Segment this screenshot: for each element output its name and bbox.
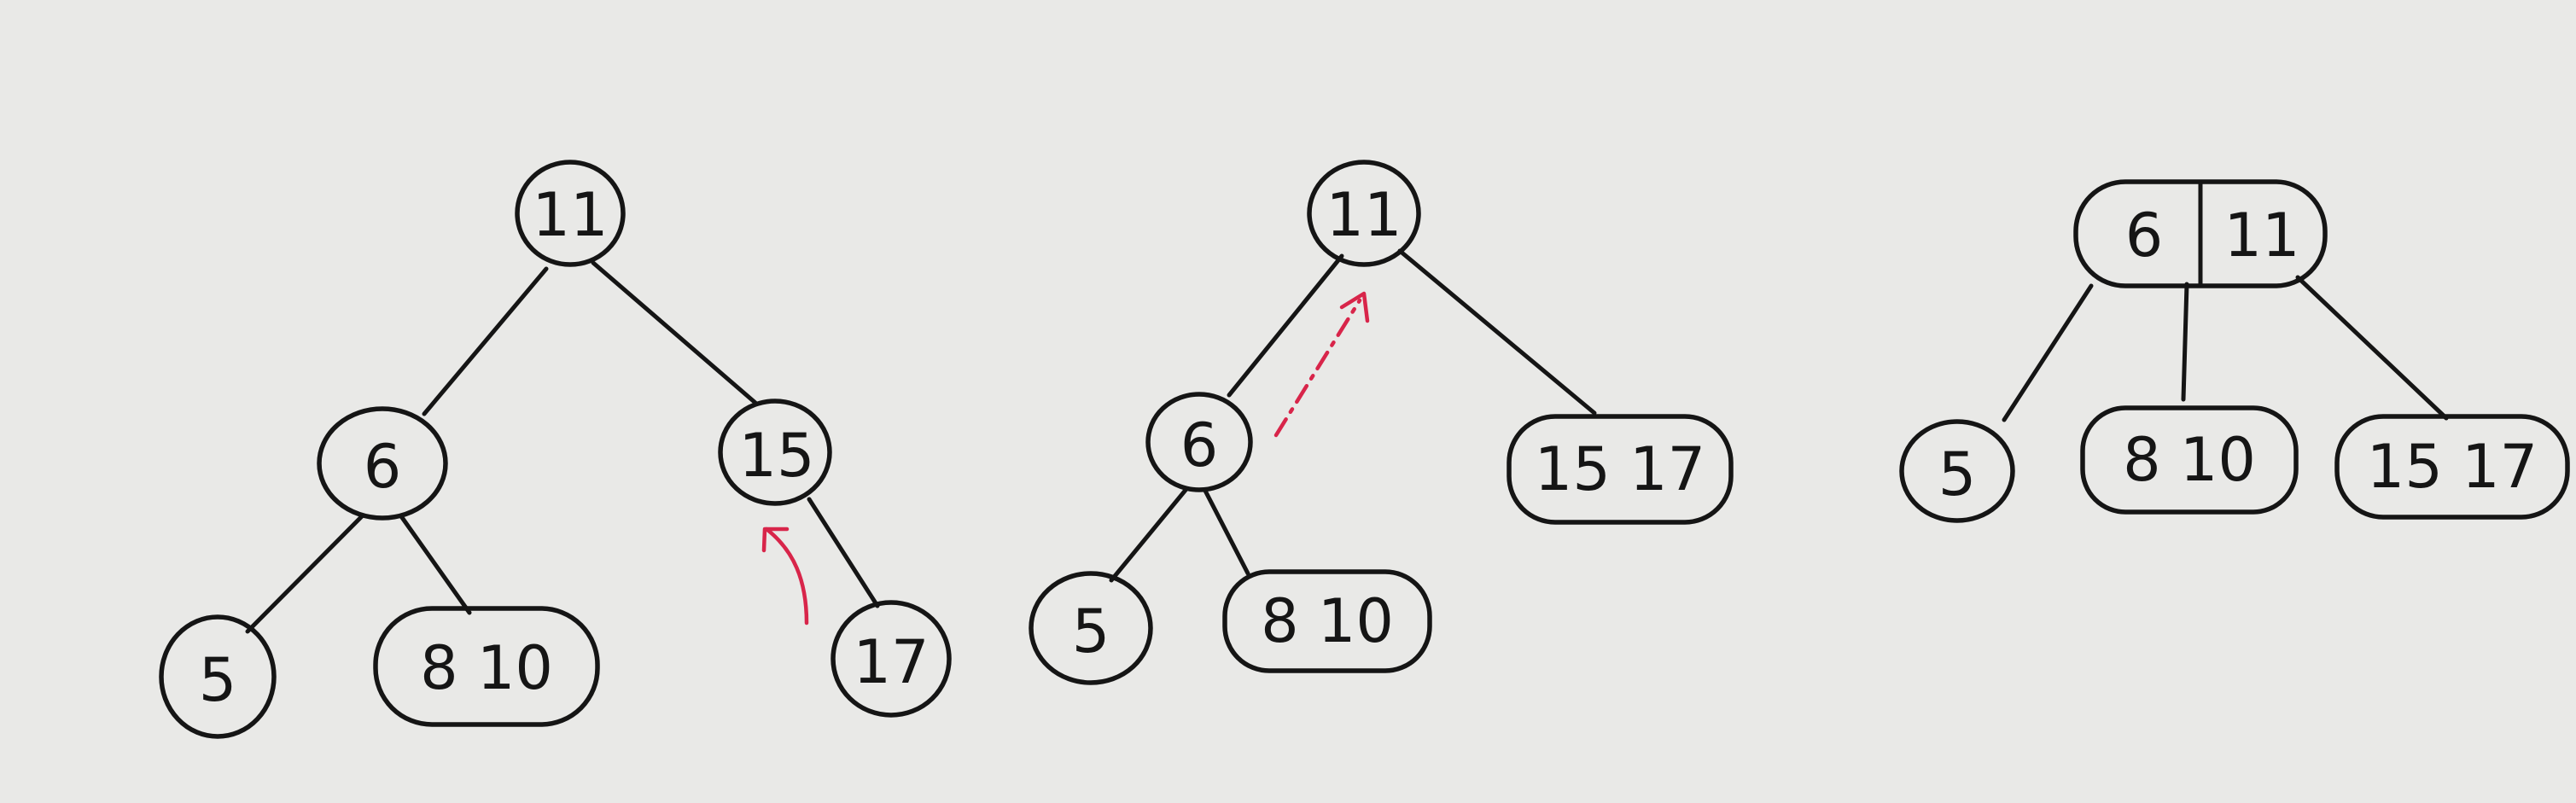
red-arrow-head bbox=[761, 527, 790, 553]
node-15-17-label: 15 17 bbox=[2367, 432, 2538, 502]
edge-15-17 bbox=[807, 497, 880, 608]
node-11: 11 bbox=[515, 160, 626, 267]
edge-root-15-17 bbox=[2295, 275, 2449, 421]
edge-root-8-10 bbox=[2181, 282, 2189, 402]
node-5-label: 5 bbox=[1072, 596, 1110, 666]
node-8-10: 8 10 bbox=[373, 606, 600, 727]
node-15-17: 15 17 bbox=[1507, 414, 1734, 525]
node-11-outline bbox=[515, 160, 626, 267]
edge-6-8-10 bbox=[1203, 488, 1250, 576]
node-5-outline bbox=[1029, 571, 1153, 685]
node-11-label: 11 bbox=[1326, 180, 1402, 250]
node-5-outline bbox=[159, 614, 277, 739]
node-8-10-outline bbox=[2080, 405, 2299, 515]
node-15-label: 15 bbox=[738, 421, 814, 491]
panel-step-1: 11 6 15 5 8 10 17 bbox=[159, 160, 952, 739]
edge-11-15-17 bbox=[1397, 248, 1597, 416]
node-11-outline bbox=[1307, 160, 1421, 267]
node-15-outline bbox=[718, 399, 832, 506]
node-6-11-key-1: 6 bbox=[2125, 201, 2164, 271]
node-8-10: 8 10 bbox=[2080, 405, 2299, 515]
node-6-outline bbox=[1145, 392, 1253, 492]
edge-11-6 bbox=[422, 266, 549, 416]
red-arrow-shaft bbox=[1273, 298, 1362, 438]
node-8-10-outline bbox=[373, 606, 600, 727]
node-17-outline bbox=[830, 600, 952, 718]
node-5: 5 bbox=[159, 614, 277, 739]
node-15-17-outline bbox=[1507, 414, 1734, 525]
panel-step-2: 11 6 15 17 5 8 10 bbox=[1029, 160, 1734, 685]
node-8-10-label: 8 10 bbox=[1261, 586, 1394, 656]
node-8-10-label: 8 10 bbox=[2123, 425, 2256, 495]
edge-11-6 bbox=[1227, 253, 1344, 398]
node-15-17-outline bbox=[2334, 414, 2570, 520]
edge-6-8-10 bbox=[399, 514, 472, 615]
panel-step-3: 6 11 5 8 10 15 17 bbox=[1899, 179, 2570, 523]
node-5: 5 bbox=[1029, 571, 1153, 685]
node-11-label: 11 bbox=[532, 180, 608, 250]
edge-root-5 bbox=[2002, 283, 2094, 422]
node-6-11: 6 11 bbox=[2073, 179, 2328, 288]
red-arrow-step-1 bbox=[761, 527, 809, 626]
red-dashed-arrow-step-2 bbox=[1273, 291, 1370, 438]
red-arrow-head bbox=[1339, 291, 1370, 323]
edge-6-5 bbox=[1109, 486, 1189, 583]
node-6-label: 6 bbox=[364, 432, 402, 502]
node-8-10: 8 10 bbox=[1222, 569, 1432, 673]
node-15: 15 bbox=[718, 399, 832, 506]
node-11: 11 bbox=[1307, 160, 1421, 267]
node-17-label: 17 bbox=[853, 627, 929, 697]
node-6-outline bbox=[317, 406, 448, 521]
red-arrow-shaft bbox=[764, 527, 809, 626]
node-17: 17 bbox=[830, 600, 952, 718]
node-5: 5 bbox=[1899, 419, 2015, 523]
node-15-17: 15 17 bbox=[2334, 414, 2570, 520]
node-6-label: 6 bbox=[1180, 410, 1219, 480]
node-8-10-outline bbox=[1222, 569, 1432, 673]
node-5-label: 5 bbox=[199, 645, 237, 715]
node-6: 6 bbox=[1145, 392, 1253, 492]
node-5-label: 5 bbox=[1938, 439, 1977, 509]
edge-6-5 bbox=[245, 513, 365, 634]
node-8-10-label: 8 10 bbox=[420, 633, 553, 703]
node-5-outline bbox=[1899, 419, 2015, 523]
node-6-11-key-2: 11 bbox=[2223, 201, 2299, 271]
node-6: 6 bbox=[317, 406, 448, 521]
node-15-17-label: 15 17 bbox=[1535, 434, 1705, 504]
edge-11-15 bbox=[591, 260, 758, 405]
